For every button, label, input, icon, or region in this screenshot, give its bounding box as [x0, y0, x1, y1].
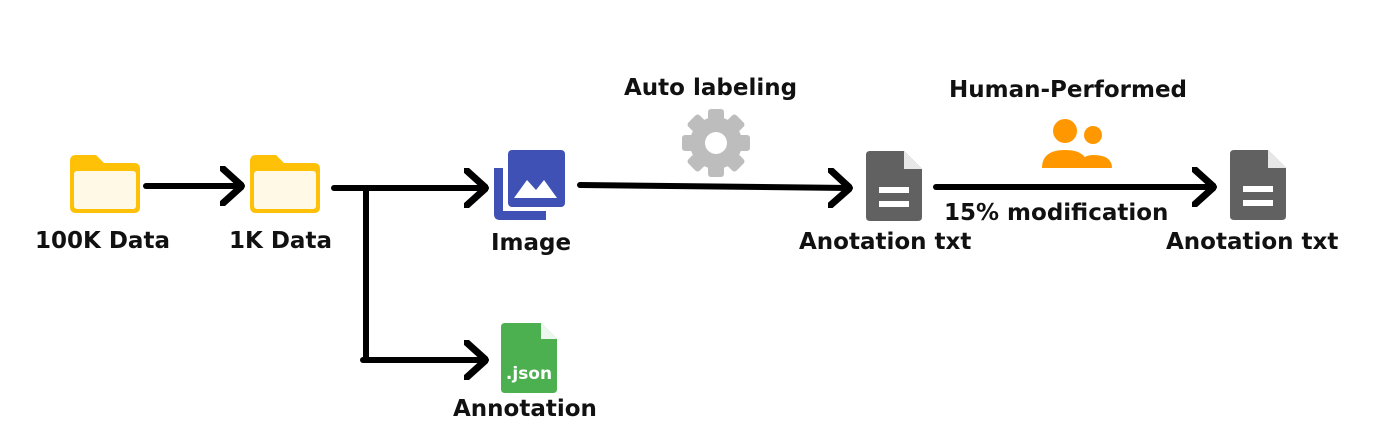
label-15-modification: 15% modification [944, 200, 1169, 226]
label-100k-data: 100K Data [35, 228, 170, 254]
label-image: Image [491, 230, 572, 256]
label-human-performed: Human-Performed [949, 77, 1188, 103]
label-auto-labeling: Auto labeling [624, 75, 798, 101]
folder-icon [250, 155, 320, 213]
connectors [143, 185, 1217, 360]
document-icon [866, 151, 922, 221]
arrow-image-to-txt [577, 185, 853, 188]
label-anotation-txt-final: Anotation txt [1166, 229, 1339, 255]
json-icon-text: .json [506, 364, 552, 384]
label-annotation: Annotation [453, 396, 597, 422]
folder-icon [70, 155, 140, 213]
document-icon [1230, 150, 1286, 220]
label-1k-data: 1K Data [229, 228, 332, 254]
gear-icon [682, 109, 750, 177]
image-gallery-icon [494, 150, 565, 220]
people-icon [1042, 119, 1112, 168]
label-anotation-txt: Anotation txt [799, 229, 972, 255]
json-file-icon: .json [501, 323, 557, 393]
